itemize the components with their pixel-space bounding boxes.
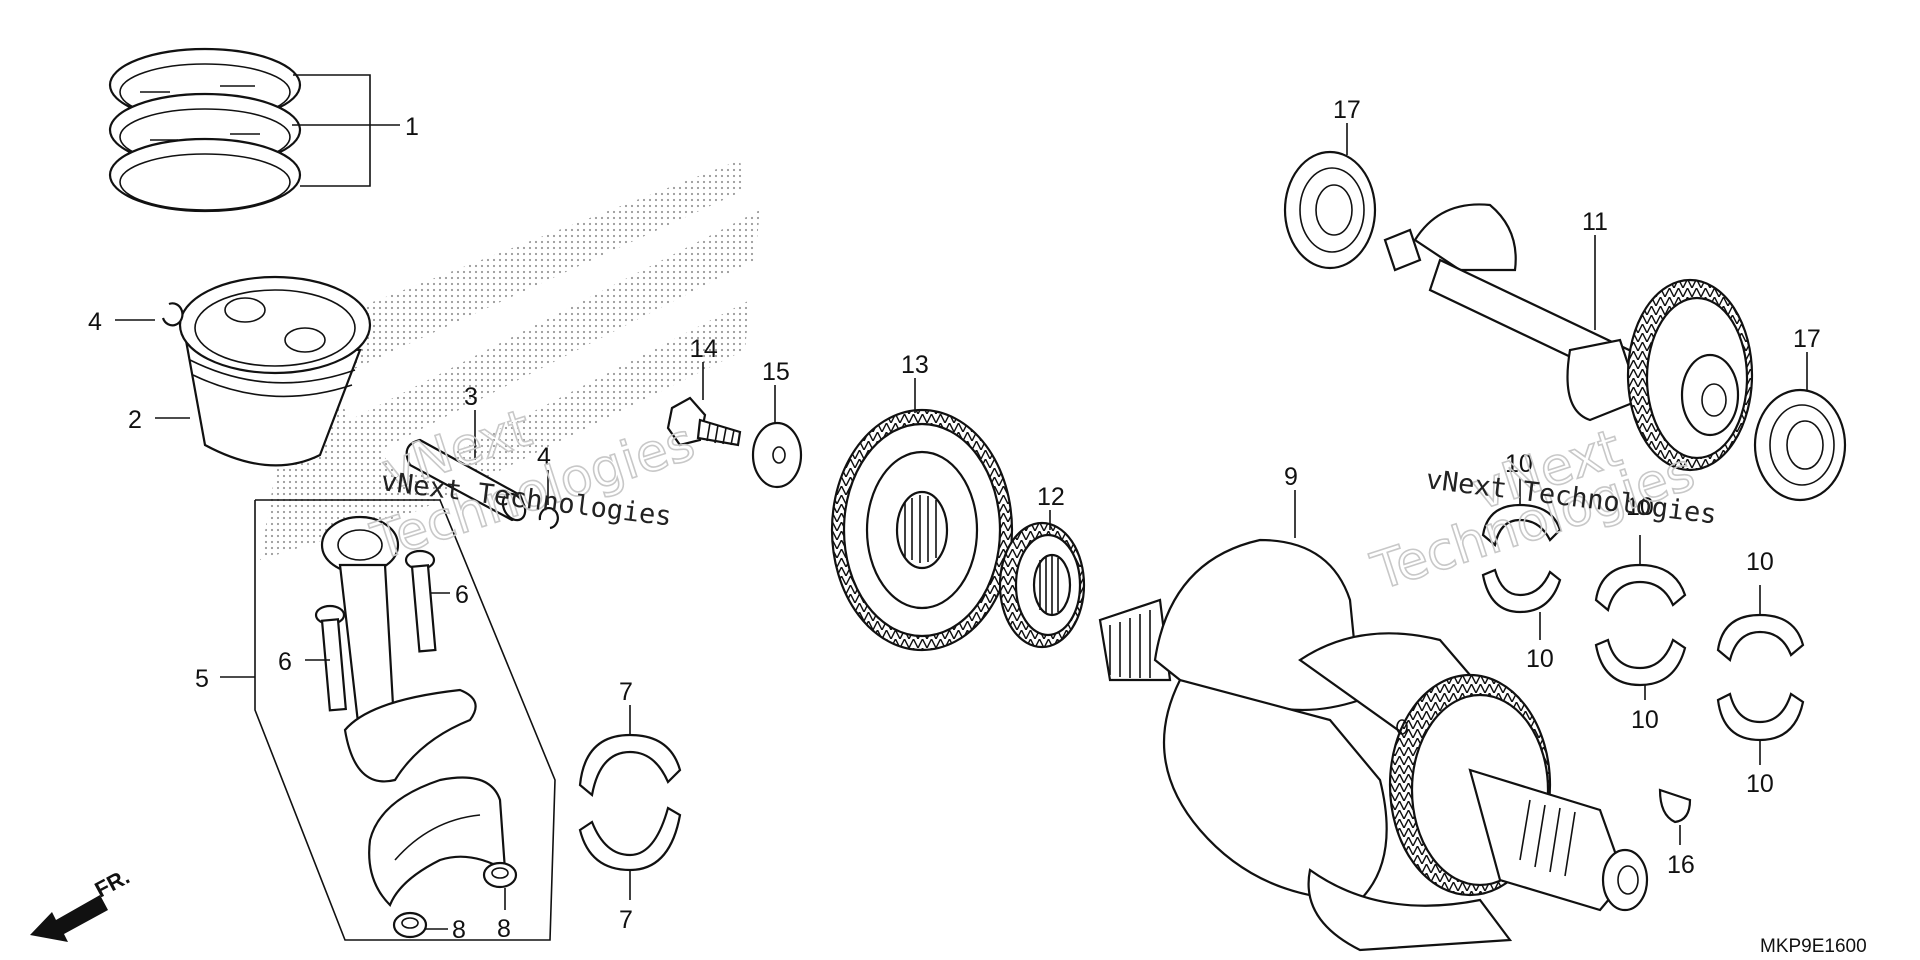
rod-nut-right[interactable] — [482, 861, 518, 889]
callout-16: 16 — [1667, 851, 1695, 879]
crank-bearing-upper[interactable] — [1283, 150, 1377, 270]
callout-9: 9 — [1284, 463, 1298, 491]
piston-rings[interactable] — [108, 47, 302, 213]
connecting-rod-kit-outline — [254, 499, 556, 941]
crankshaft[interactable] — [1098, 538, 1649, 952]
flange-bolt[interactable] — [666, 396, 742, 447]
piston[interactable] — [178, 275, 372, 467]
piston-pin-clip-right[interactable] — [538, 506, 559, 530]
connecting-rod-cap[interactable] — [368, 776, 507, 907]
connecting-rod[interactable] — [320, 515, 477, 783]
rod-nut-left[interactable] — [392, 911, 428, 939]
callout-15: 15 — [762, 358, 790, 386]
callout-10-b-top: 10 — [1626, 493, 1654, 521]
rod-bolt-right[interactable] — [404, 549, 437, 653]
diagram-code: MKP9E1600 — [1760, 936, 1867, 957]
callout-4-left: 4 — [88, 308, 102, 336]
callout-6-left: 6 — [278, 648, 292, 676]
front-direction-arrow — [30, 895, 108, 942]
callout-13: 13 — [901, 351, 929, 379]
woodruff-key[interactable] — [1658, 788, 1692, 824]
callout-5: 5 — [195, 665, 209, 693]
callout-7-top: 7 — [619, 678, 633, 706]
callout-1-leader — [292, 74, 400, 187]
piston-pin-clip[interactable] — [161, 302, 184, 327]
balancer-shaft[interactable] — [1383, 203, 1754, 472]
main-bearing-pair-3[interactable] — [1716, 613, 1805, 742]
callout-17-right: 17 — [1793, 325, 1821, 353]
callout-11: 11 — [1582, 208, 1608, 236]
rod-bolt-left[interactable] — [314, 604, 348, 712]
callout-10-b-bottom: 10 — [1631, 706, 1659, 734]
callout-7-bottom: 7 — [619, 906, 633, 934]
callout-2: 2 — [128, 406, 142, 434]
callout-8-right: 8 — [497, 915, 511, 943]
callout-10-c-top: 10 — [1746, 548, 1774, 576]
main-bearing-pair-1[interactable] — [1481, 503, 1562, 614]
callout-10-c-bottom: 10 — [1746, 770, 1774, 798]
callout-6-right: 6 — [455, 581, 469, 609]
main-bearing-pair-2[interactable] — [1594, 563, 1687, 687]
callout-10-a-top: 10 — [1505, 450, 1533, 478]
piston-pin[interactable] — [405, 438, 530, 524]
front-direction-label: FR. — [91, 864, 134, 903]
callout-8-left: 8 — [452, 916, 466, 944]
callout-4-right: 4 — [537, 443, 551, 471]
sprocket-needle-bearing[interactable] — [998, 521, 1086, 649]
callout-1: 1 — [405, 113, 419, 141]
callout-17-top: 17 — [1333, 96, 1361, 124]
callout-12: 12 — [1037, 483, 1065, 511]
washer[interactable] — [751, 421, 803, 489]
crank-bearing-lower[interactable] — [1753, 388, 1847, 502]
rod-bearing-lower[interactable] — [578, 806, 682, 872]
rod-bearing-upper[interactable] — [578, 733, 682, 798]
primary-drive-gear[interactable] — [830, 408, 1014, 652]
callout-14: 14 — [690, 335, 718, 363]
callout-10-a-bottom: 10 — [1526, 645, 1554, 673]
callout-3: 3 — [464, 383, 478, 411]
dotted-background — [260, 160, 760, 560]
